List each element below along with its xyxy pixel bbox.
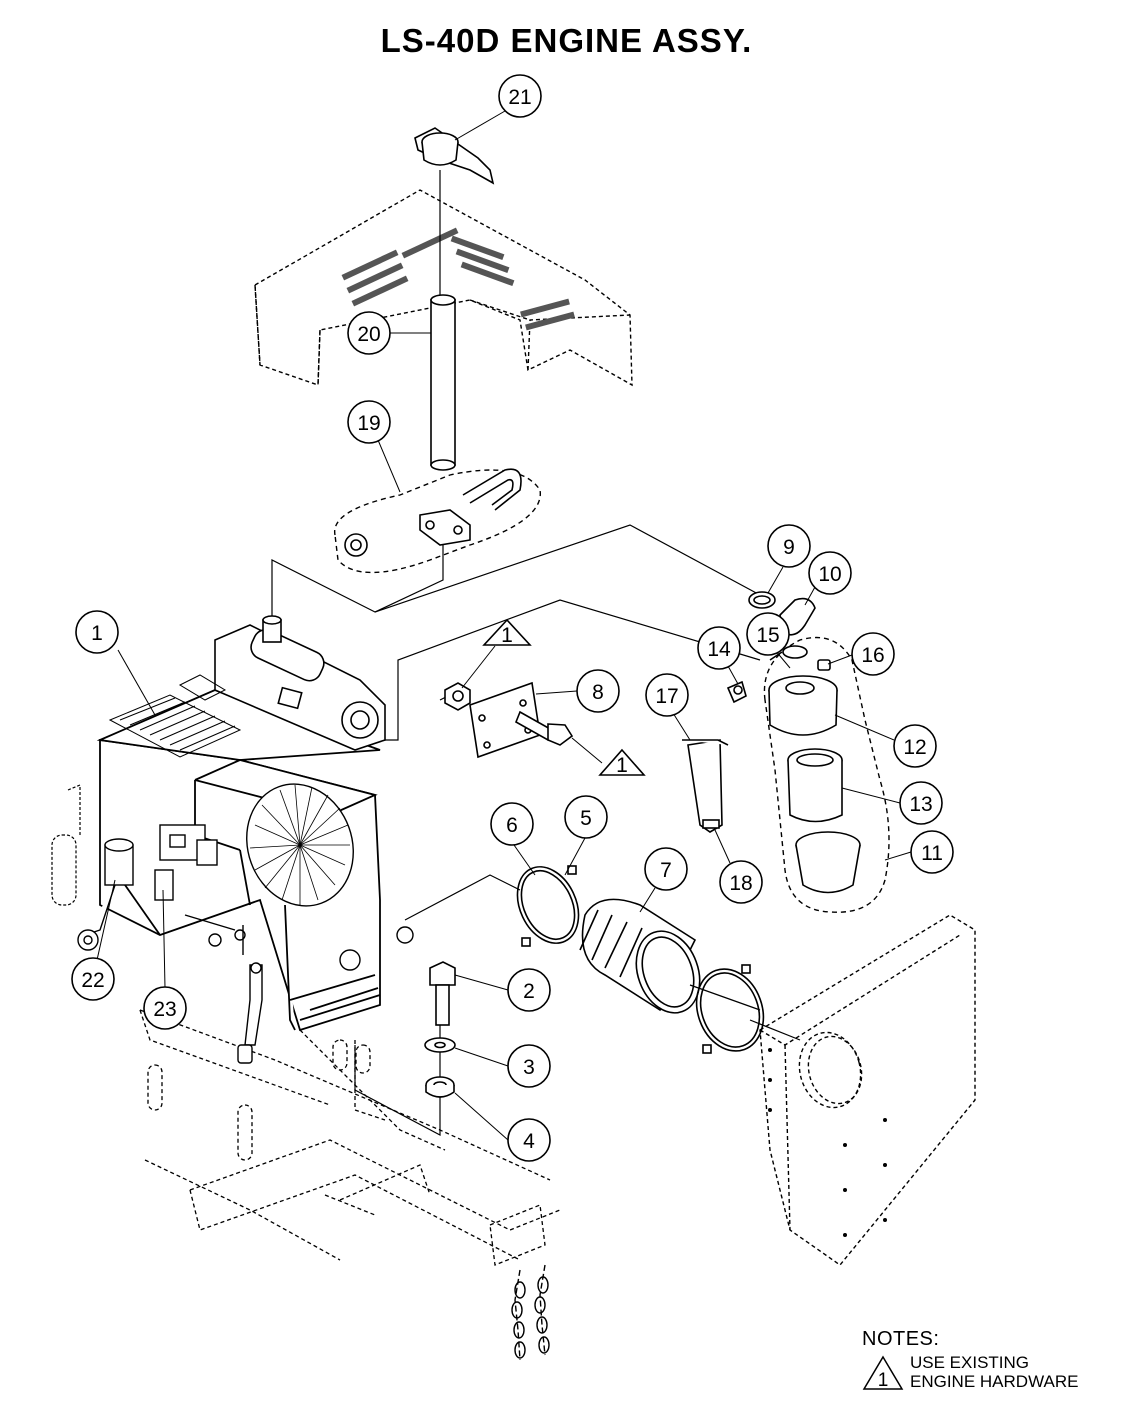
callout-4: 4 [454,1092,551,1162]
note-line-1: USE EXISTING [910,1353,1030,1372]
svg-text:20: 20 [357,323,380,346]
mounting-plate [444,681,574,759]
note-triangle-icon: 1 [862,1355,904,1391]
hose-clamp-ring [516,865,580,947]
svg-text:5: 5 [580,807,592,830]
svg-text:9: 9 [783,536,795,559]
note-mark-nut: 1 [461,618,532,689]
engine-grille [108,674,242,758]
callout-17: 17 [645,673,691,741]
note-mark-bolt: 1 [571,737,646,777]
u-bolt-clamp [344,468,522,557]
svg-text:21: 21 [508,86,531,109]
callout-6: 6 [490,802,536,876]
svg-text:10: 10 [818,563,841,586]
notes-block: NOTES: 1 USE EXISTING ENGINE HARDWARE [862,1328,1122,1397]
callout-19: 19 [347,400,401,493]
svg-text:1: 1 [91,622,103,645]
svg-text:18: 18 [729,872,752,895]
callout-23: 23 [143,889,187,1030]
intake-hose [579,898,701,1014]
callout-10: 10 [804,551,852,606]
leader-lines [271,524,761,1136]
callout-8: 8 [535,669,620,713]
svg-text:6: 6 [506,814,518,837]
flywheel-fan [246,783,354,907]
svg-text:8: 8 [592,681,604,704]
svg-text:15: 15 [756,624,779,647]
air-cleaner-group-outline [763,636,890,913]
callout-3: 3 [454,1044,551,1088]
notes-heading: NOTES: [862,1328,940,1350]
diagram-title: LS-40D ENGINE ASSY. [380,22,753,59]
svg-text:11: 11 [921,842,943,865]
svg-text:14: 14 [707,638,731,661]
svg-text:1: 1 [878,1370,889,1391]
callout-1: 1 [75,610,156,716]
engine-shroud [254,189,633,387]
svg-text:1: 1 [501,624,513,647]
svg-text:2: 2 [523,980,535,1003]
exhaust-cap [414,127,495,185]
note-text: USE EXISTING ENGINE HARDWARE [910,1353,1078,1391]
callout-21: 21 [454,74,542,141]
engine-mount-bracket [77,838,134,951]
svg-text:7: 7 [660,859,672,882]
capacitor [51,784,81,906]
part-callouts: 1 2 3 4 5 6 7 8 9 10 11 12 13 14 15 16 1… [71,74,954,1162]
svg-text:13: 13 [909,793,932,816]
svg-text:3: 3 [523,1056,535,1079]
svg-text:23: 23 [153,998,176,1021]
callout-20: 20 [347,311,431,355]
note-item: 1 USE EXISTING ENGINE HARDWARE [862,1353,1122,1397]
leader-line [749,1019,801,1041]
svg-text:16: 16 [861,644,884,667]
bolt-and-washers [424,961,456,1098]
leader-line [689,984,761,1011]
note-triangle-marks: 1 1 [461,618,646,777]
callout-14: 14 [697,626,741,685]
callout-15: 15 [746,612,791,669]
safety-chains [511,1264,550,1361]
trailer-frame [139,1009,561,1266]
clamp-group-outline [334,469,541,574]
svg-text:12: 12 [903,736,926,759]
callout-12: 12 [834,714,937,768]
callout-22: 22 [71,879,116,1001]
svg-text:4: 4 [523,1130,535,1153]
engine-controls [154,824,414,971]
shroud-vents [341,227,575,331]
callout-11: 11 [884,830,954,874]
side-panel [759,914,976,1266]
callout-9: 9 [767,524,811,594]
svg-text:22: 22 [81,969,104,992]
callout-5: 5 [564,795,608,876]
callout-7: 7 [639,847,688,913]
engine-lift-link [237,962,263,1064]
callout-2: 2 [454,968,551,1012]
note-line-2: ENGINE HARDWARE [910,1372,1079,1391]
svg-text:19: 19 [357,412,380,435]
svg-text:1: 1 [616,754,628,777]
panel-holes [768,1048,887,1237]
callout-16: 16 [827,632,895,676]
exhaust-pipe [430,294,456,471]
callout-13: 13 [841,781,943,825]
air-cleaner-parts [682,591,861,894]
callout-18: 18 [714,829,763,904]
svg-text:17: 17 [655,685,678,708]
outlet-clamp-ring [695,964,765,1054]
engine-cylinder-top [214,615,386,751]
